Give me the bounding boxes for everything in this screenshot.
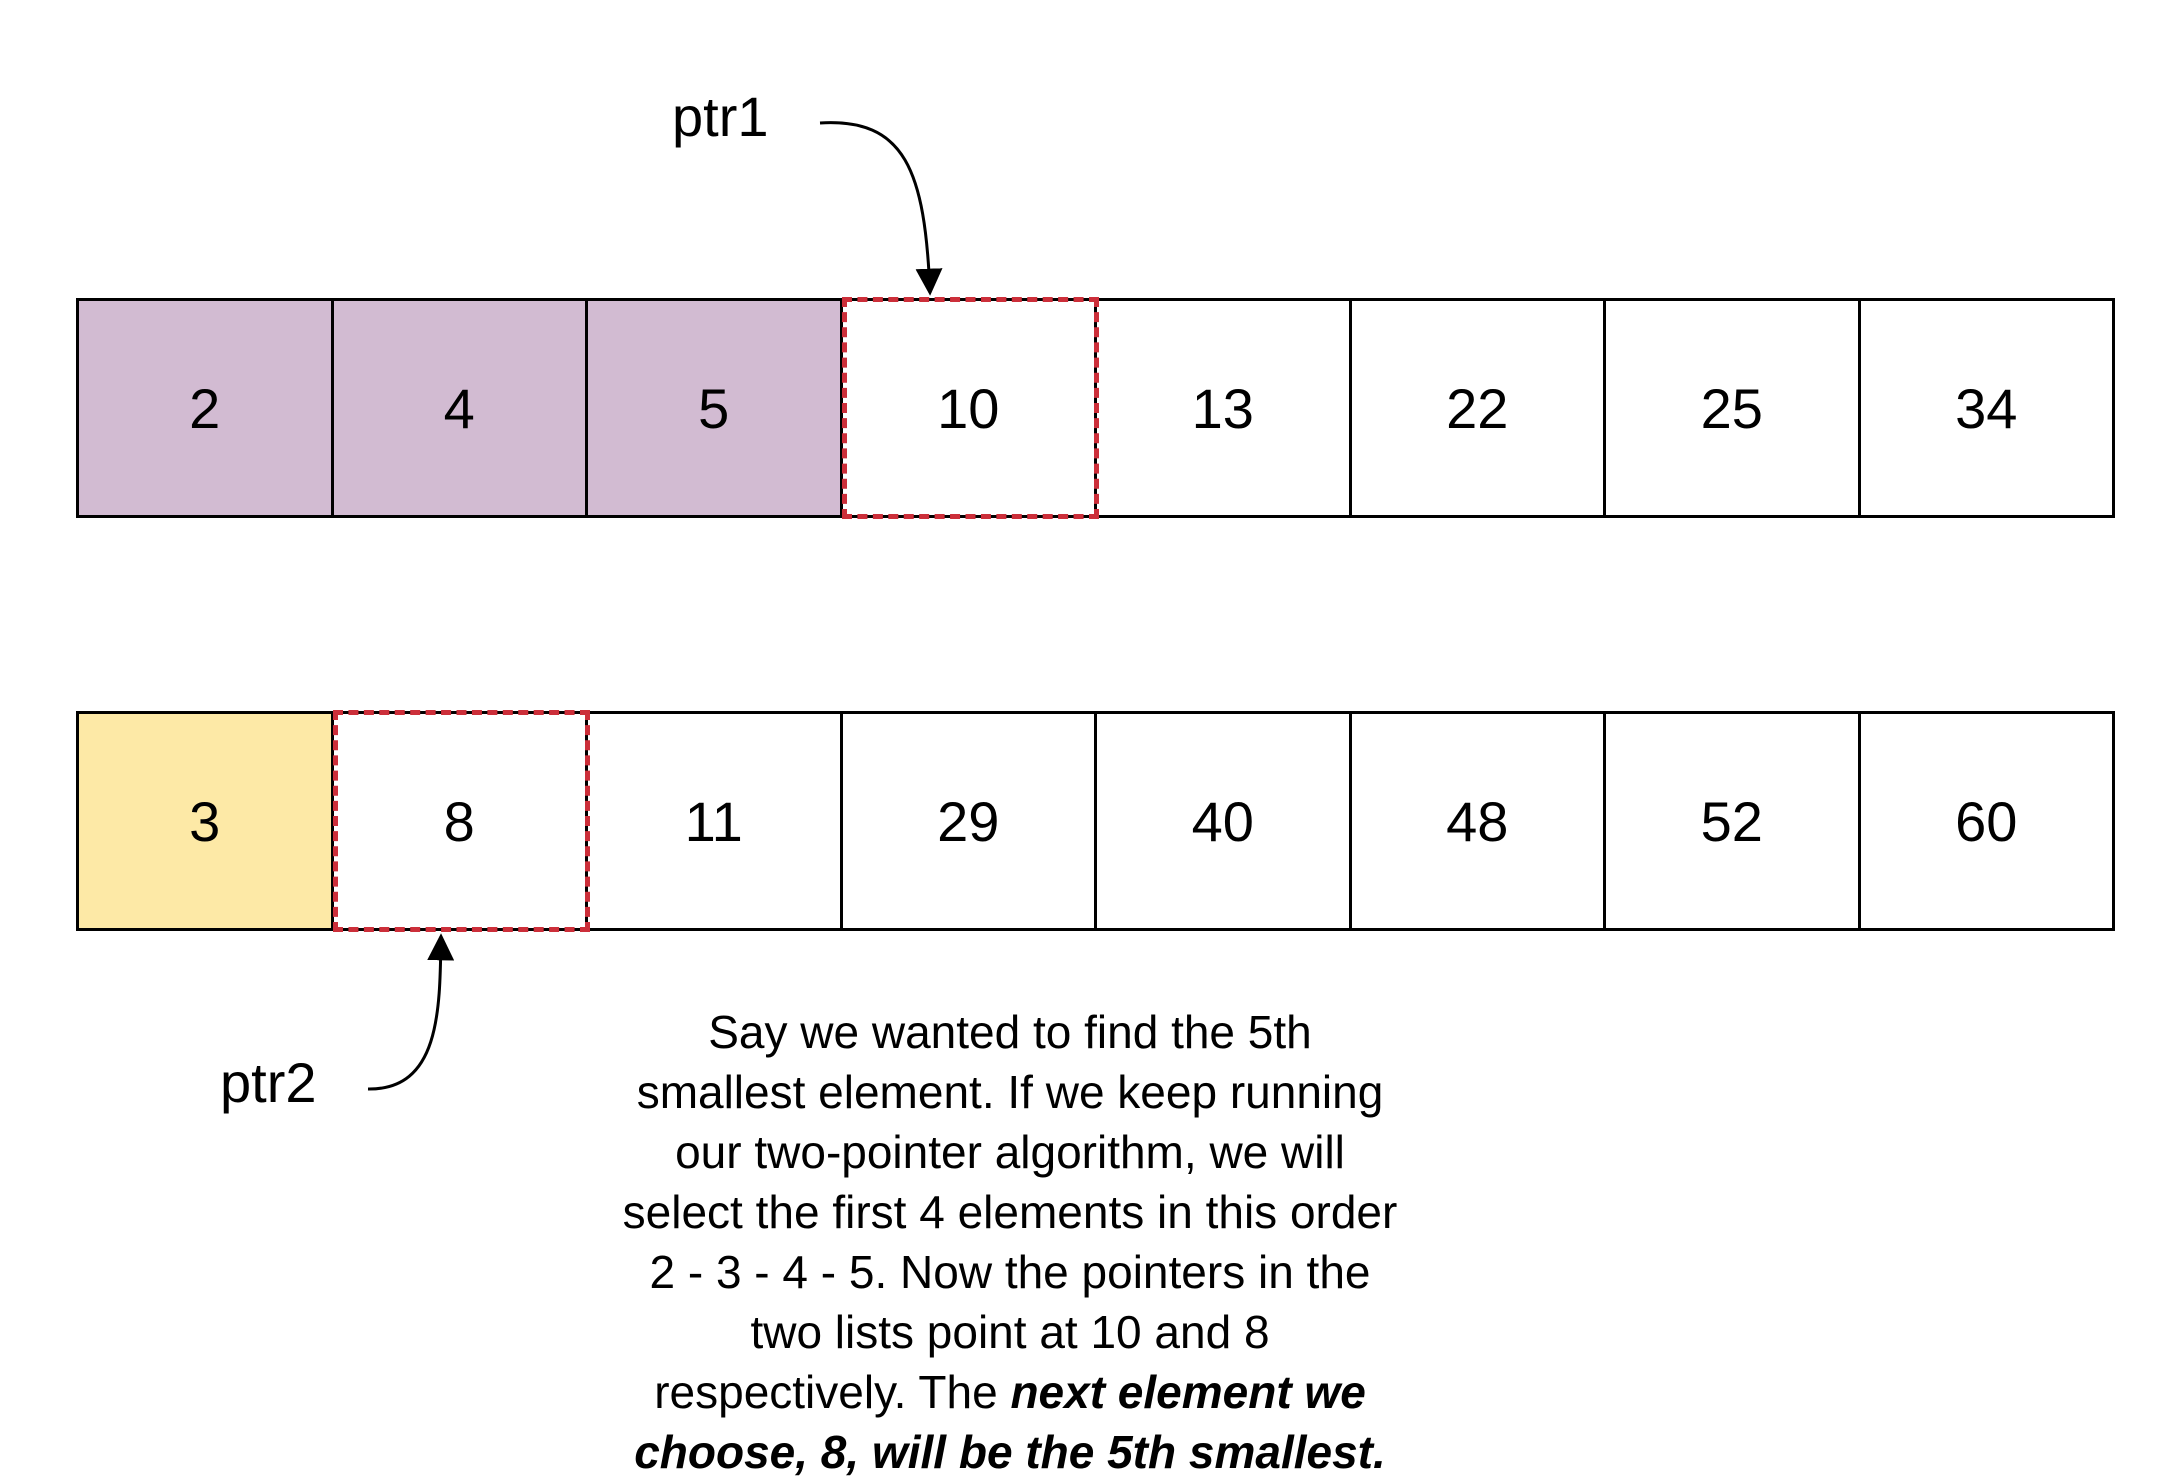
explanation-caption: Say we wanted to find the 5th smallest e… — [620, 1002, 1400, 1482]
array2-cell: 11 — [588, 711, 843, 931]
array1-cell: 4 — [333, 298, 588, 518]
array2-cell-value: 52 — [1700, 789, 1763, 853]
array1-cell-value: 5 — [698, 376, 730, 440]
array2-cell: 8 — [333, 711, 588, 931]
array1-cell: 25 — [1606, 298, 1861, 518]
array1-cell: 34 — [1860, 298, 2115, 518]
array2-cell: 48 — [1351, 711, 1606, 931]
array2-cell: 52 — [1606, 711, 1861, 931]
array1-cell: 13 — [1097, 298, 1352, 518]
array1-cell-value: 22 — [1446, 376, 1509, 440]
ptr1-arrow — [819, 121, 943, 296]
array2-cell-value: 40 — [1191, 789, 1254, 853]
array1-cell-value: 25 — [1700, 376, 1763, 440]
ptr1-label: ptr1 — [672, 85, 769, 148]
array2-cell-value: 48 — [1446, 789, 1509, 853]
array1-cell: 2 — [76, 298, 334, 518]
ptr2-label: ptr2 — [220, 1051, 317, 1114]
array2-cell: 40 — [1097, 711, 1352, 931]
array1-cell-value: 34 — [1955, 376, 2018, 440]
ptr2-arrow — [367, 933, 455, 1091]
array2-cell: 3 — [76, 711, 334, 931]
array1-cell: 22 — [1351, 298, 1606, 518]
array2-cell-value: 11 — [684, 789, 743, 853]
array1-cell: 10 — [842, 298, 1097, 518]
caption-text: Say we wanted to find the 5th smallest e… — [622, 1006, 1398, 1418]
array1-cell: 5 — [588, 298, 843, 518]
array2-cell-value: 8 — [443, 789, 475, 853]
array1-cell-value: 13 — [1191, 376, 1254, 440]
array2-cell: 60 — [1860, 711, 2115, 931]
array-1: 2 4 5 10 13 22 25 34 — [76, 298, 2115, 518]
array2-cell-value: 29 — [937, 789, 1000, 853]
array2-cell-value: 60 — [1955, 789, 2018, 853]
array-2: 3 8 11 29 40 48 52 60 — [76, 711, 2115, 931]
array1-cell-value: 2 — [189, 376, 221, 440]
array1-cell-value: 4 — [443, 376, 475, 440]
array1-cell-value: 10 — [937, 376, 1000, 440]
array2-cell: 29 — [842, 711, 1097, 931]
array2-cell-value: 3 — [189, 789, 221, 853]
